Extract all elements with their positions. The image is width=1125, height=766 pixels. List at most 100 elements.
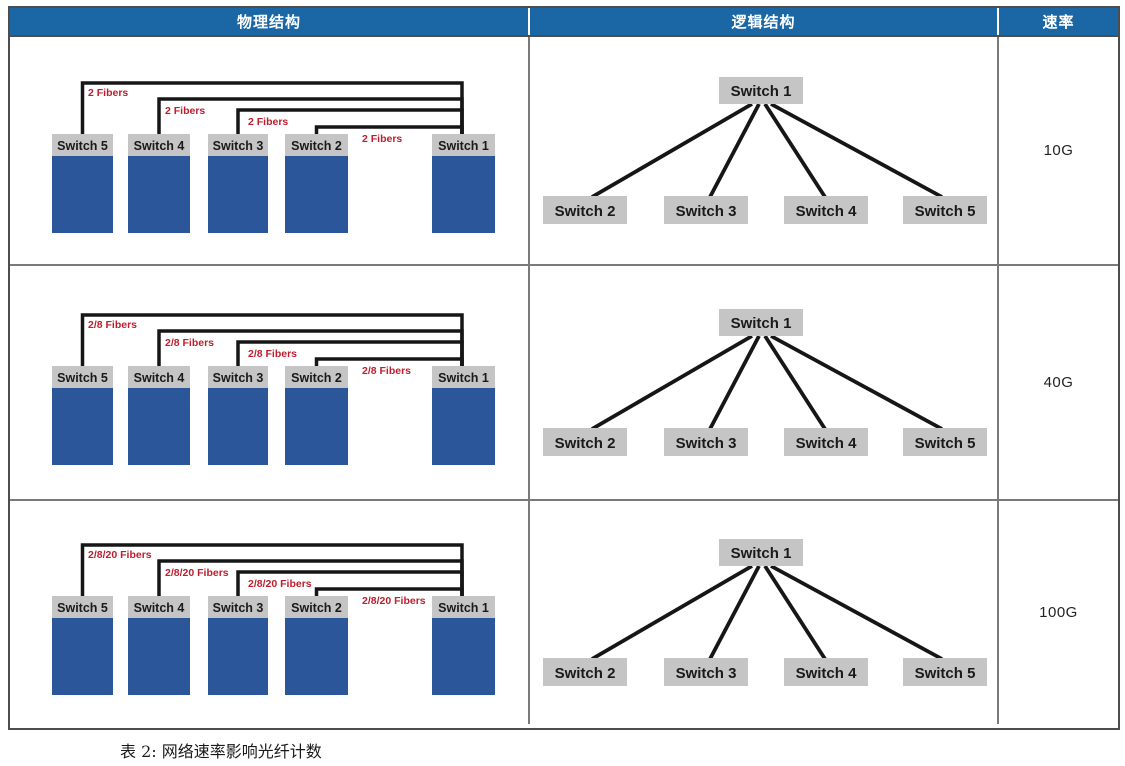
switch-label-bg	[208, 596, 268, 618]
switch-label-bg	[542, 658, 627, 686]
switch-body	[432, 618, 495, 695]
switch-label-bg	[128, 134, 190, 156]
logical-link-line	[762, 334, 827, 431]
switch-label-bg	[208, 366, 268, 388]
switch-body	[52, 388, 113, 465]
switch-label: Switch 5	[57, 601, 108, 615]
switch-body	[432, 156, 495, 233]
switch-label: Switch 4	[795, 435, 857, 452]
logical-link-line	[769, 334, 943, 431]
switch-label-bg	[783, 196, 868, 224]
speed-cell: 100G	[999, 501, 1118, 724]
switch-label-bg	[208, 134, 268, 156]
switch-label: Switch 3	[213, 371, 264, 385]
switch-body	[208, 388, 268, 465]
header-cell-physical-structure: 物理结构	[10, 8, 530, 35]
switch-body	[52, 618, 113, 695]
logical-structure-diagram: Switch 1 Switch 2 Switch 3 Switch 4 Switch 5	[542, 309, 987, 456]
switch-label: Switch 2	[554, 435, 615, 452]
switch-label-bg	[128, 366, 190, 388]
logical-link-line	[590, 102, 753, 199]
switch-label: Switch 4	[134, 601, 185, 615]
switch-label-bg	[902, 196, 987, 224]
switch-label-bg	[432, 134, 495, 156]
switch-label: Switch 5	[914, 435, 975, 452]
fiber-count-label: 2/8/20 Fibers	[248, 578, 312, 590]
fiber-link-line	[236, 340, 464, 368]
switch-label: Switch 4	[795, 203, 857, 220]
switch-label-bg	[718, 539, 803, 566]
header-label: 逻辑结构	[731, 14, 796, 31]
switch-label: Switch 2	[554, 665, 615, 682]
fiber-link-line	[314, 587, 464, 598]
switch-label: Switch 2	[554, 203, 615, 220]
fiber-count-label: 2/8 Fibers	[88, 319, 137, 331]
fiber-count-label: 2 Fibers	[88, 87, 128, 99]
logical-structure-cell: Switch 1 Switch 2 Switch 3 Switch 4 Switch 5	[530, 266, 999, 499]
switch-label-bg	[52, 596, 113, 618]
logical-link-line	[707, 103, 761, 198]
speed-cell: 10G	[999, 37, 1118, 264]
switch-body	[128, 388, 190, 465]
switch-label: Switch 5	[914, 665, 975, 682]
header-label: 物理结构	[236, 14, 301, 31]
switch-label-bg	[783, 658, 868, 686]
switch-label: Switch 4	[134, 371, 185, 385]
fiber-link-line	[236, 570, 464, 598]
switch-label: Switch 1	[438, 139, 489, 153]
switch-label-bg	[285, 596, 348, 618]
header-cell-logical-structure: 逻辑结构	[530, 8, 999, 35]
switch-label: Switch 1	[730, 83, 791, 100]
switch-label: Switch 5	[57, 371, 108, 385]
switch-label: Switch 1	[730, 545, 791, 562]
switch-label-bg	[663, 658, 748, 686]
switch-label-bg	[718, 309, 803, 336]
fiber-count-label: 2/8 Fibers	[362, 365, 411, 377]
switch-body	[52, 156, 113, 233]
fiber-link-line	[314, 125, 464, 136]
switch-label: Switch 5	[57, 139, 108, 153]
switch-label-bg	[432, 596, 495, 618]
fiber-link-line	[236, 108, 464, 136]
switch-label: Switch 3	[675, 665, 736, 682]
switch-body	[432, 388, 495, 465]
switch-label-bg	[128, 596, 190, 618]
switch-label-bg	[663, 428, 748, 456]
table-row-10g: Switch 5 Switch 4 Switch 3 Switch 2 Switch 1…	[10, 37, 1118, 264]
switch-label-bg	[663, 196, 748, 224]
speed-cell: 40G	[999, 266, 1118, 499]
fiber-count-label: 2/8/20 Fibers	[362, 595, 426, 607]
header-cell-speed: 速率	[999, 8, 1118, 35]
fiber-count-label: 2/8/20 Fibers	[165, 567, 229, 579]
fiber-count-label: 2 Fibers	[165, 105, 205, 117]
logical-link-line	[762, 102, 827, 199]
switch-body	[128, 156, 190, 233]
logical-link-line	[707, 565, 761, 660]
switch-label: Switch 1	[730, 315, 791, 332]
switch-label: Switch 3	[213, 139, 264, 153]
switch-label-bg	[52, 366, 113, 388]
speed-value: 100G	[1039, 604, 1078, 621]
switch-label-bg	[285, 134, 348, 156]
switch-body	[285, 618, 348, 695]
table-row-100g: Switch 5 Switch 4 Switch 3 Switch 2 Switch 1…	[10, 499, 1118, 724]
switch-label: Switch 2	[291, 139, 342, 153]
fiber-count-label: 2/8 Fibers	[165, 337, 214, 349]
logical-link-line	[769, 102, 943, 199]
switch-label: Switch 3	[675, 435, 736, 452]
switch-label-bg	[432, 366, 495, 388]
switch-label: Switch 3	[213, 601, 264, 615]
switch-label-bg	[718, 77, 803, 104]
speed-value: 10G	[1043, 142, 1074, 159]
